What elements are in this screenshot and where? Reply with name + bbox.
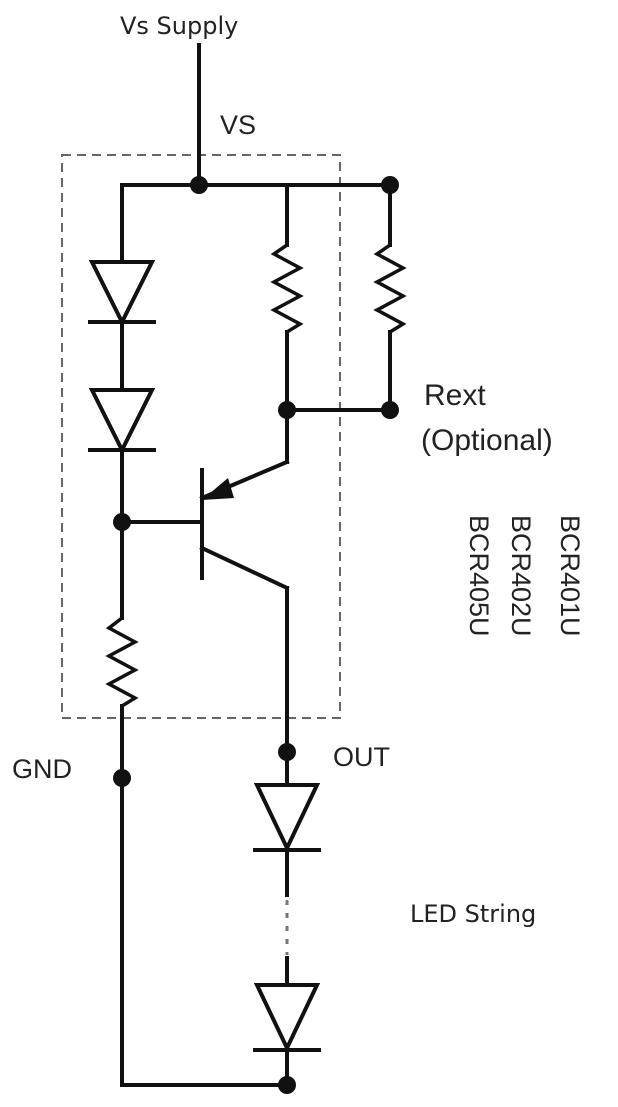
gnd-pin-label: GND [12, 754, 72, 784]
junction-vs [190, 176, 208, 194]
junction-gnd [113, 769, 131, 787]
junction-out [278, 743, 296, 761]
junction-rext-bottom [381, 401, 399, 419]
junction-bottom [278, 1076, 296, 1094]
emitter-arrow [202, 478, 234, 500]
out-pin-label: OUT [333, 742, 390, 772]
rext-optional-label: (Optional) [421, 424, 553, 457]
resistor-bias [105, 616, 139, 708]
supply-label: Vs Supply [120, 12, 238, 40]
part-number-2: BCR402U [506, 515, 536, 637]
junction-emitter [278, 401, 296, 419]
transistor-collector [199, 545, 290, 591]
part-number-3: BCR405U [464, 515, 494, 637]
vs-pin-label: VS [220, 110, 256, 140]
led-1 [253, 783, 321, 853]
junction-base [113, 513, 131, 531]
ic-package-outline [61, 154, 341, 719]
diode-2 [88, 388, 156, 455]
part-number-1: BCR401U [555, 515, 585, 637]
resistor-rext [373, 243, 407, 334]
led-string-label: LED String [410, 900, 536, 928]
rext-label: Rext [424, 379, 486, 412]
diode-1 [88, 260, 156, 327]
resistor-internal [270, 243, 304, 334]
led-2 [253, 983, 321, 1053]
junction-rext-top [381, 176, 399, 194]
